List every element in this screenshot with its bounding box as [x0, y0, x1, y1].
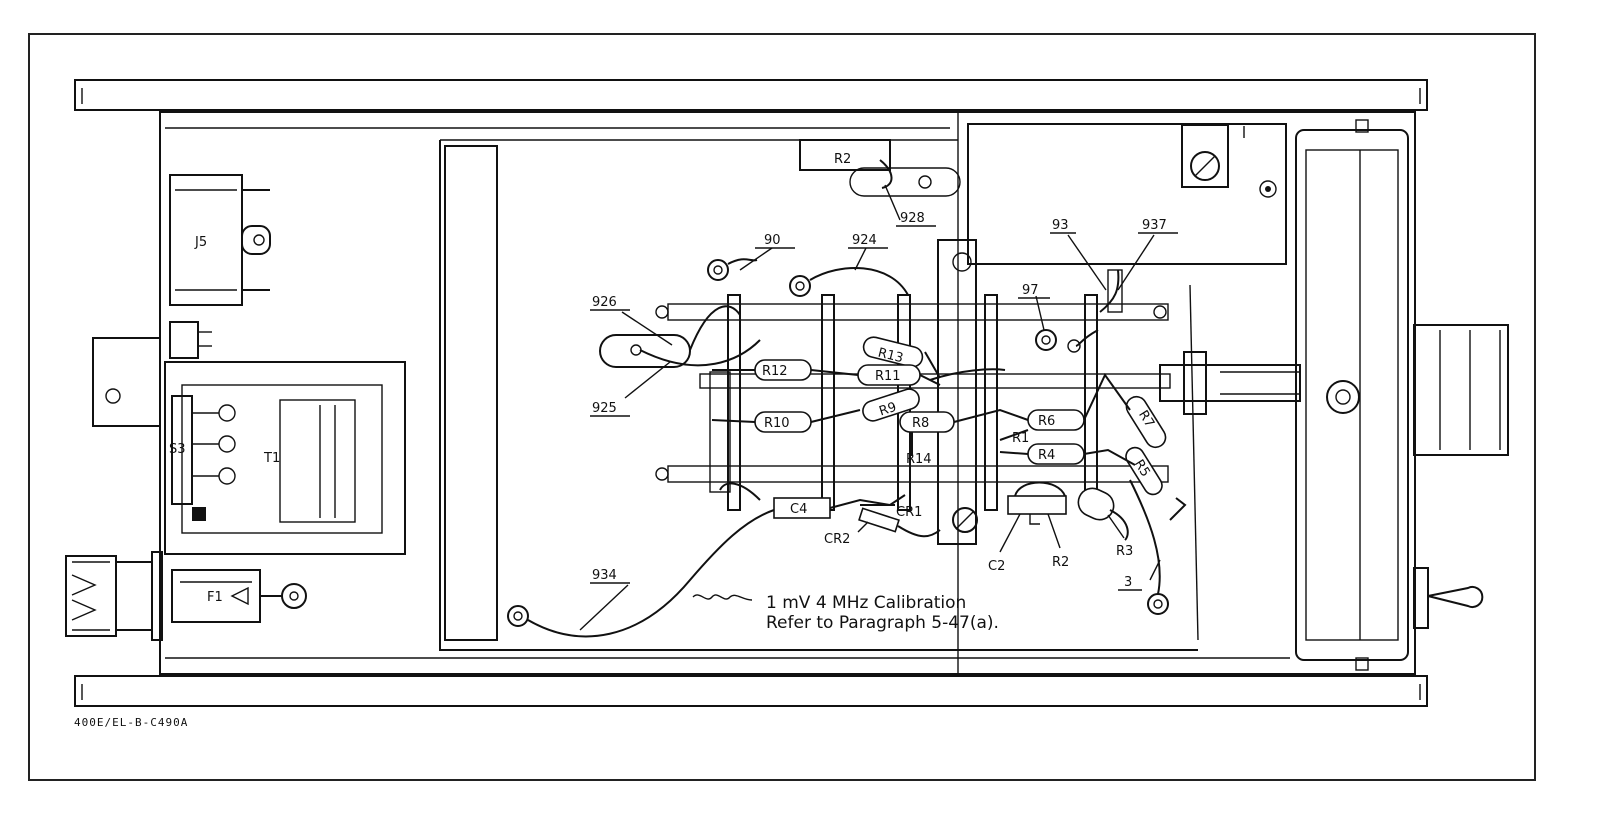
label-cr1: CR1	[896, 505, 922, 520]
vertical-board	[937, 239, 977, 545]
label-wire-926: 926	[592, 295, 617, 310]
label-r11: R11	[875, 369, 901, 384]
chassis	[159, 111, 1416, 675]
label-r10: R10	[764, 416, 790, 431]
cr2-diode	[858, 507, 900, 533]
front-panel-meter	[1295, 119, 1409, 671]
j5-connector	[169, 174, 271, 306]
label-wire-90: 90	[764, 233, 781, 248]
label-c4: C4	[790, 502, 807, 517]
switch-shaft	[1159, 364, 1301, 402]
right-upper-bracket	[967, 123, 1287, 265]
toggle-switch	[1413, 567, 1484, 629]
c2-capacitor	[1007, 495, 1067, 515]
calibration-note-line1: 1 mV 4 MHz Calibration	[766, 593, 966, 613]
top-rail	[74, 79, 1428, 111]
figure-frame	[28, 33, 1536, 781]
label-wire-97: 97	[1022, 283, 1039, 298]
label-r2-top: R2	[834, 152, 851, 167]
side-mount-tab	[92, 337, 161, 427]
label-wire-3: 3	[1124, 575, 1132, 590]
label-wire-937: 937	[1142, 218, 1167, 233]
label-r8: R8	[912, 416, 929, 431]
r3-resistor	[1077, 487, 1115, 521]
label-f1: F1	[207, 590, 223, 605]
r9-resistor	[862, 388, 920, 422]
r2-top-resistor	[799, 139, 961, 197]
label-r12: R12	[762, 364, 788, 379]
r5-resistor	[1125, 446, 1163, 496]
label-r9: R9	[877, 400, 898, 420]
label-r13: R13	[876, 346, 904, 367]
label-wire-928: 928	[900, 211, 925, 226]
label-r14: R14	[906, 452, 932, 467]
power-cord-strain-relief	[65, 551, 163, 641]
drawing-code: 400E/EL-B-C490A	[74, 716, 188, 729]
label-s3: S3	[169, 442, 186, 457]
label-r3: R3	[1116, 544, 1133, 559]
r6-resistor	[1027, 409, 1085, 431]
label-r1: R1	[1012, 431, 1029, 446]
label-c2: C2	[988, 559, 1005, 574]
label-wire-934: 934	[592, 568, 617, 583]
t1-transformer	[164, 361, 406, 555]
label-r4: R4	[1038, 448, 1055, 463]
r7-resistor	[1125, 395, 1167, 449]
label-r2-bottom: R2	[1052, 555, 1069, 570]
range-knob	[1326, 324, 1509, 456]
label-j5: J5	[194, 235, 207, 250]
r4-resistor	[1027, 443, 1085, 465]
calibration-note-line2: Refer to Paragraph 5-47(a).	[766, 613, 999, 633]
r13-resistor	[862, 336, 924, 368]
f1-fuse-holder	[171, 569, 307, 623]
label-r6: R6	[1038, 414, 1055, 429]
label-wire-924: 924	[852, 233, 877, 248]
label-wire-925: 925	[592, 401, 617, 416]
label-t1: T1	[263, 451, 280, 466]
inner-bracket	[444, 145, 498, 641]
label-cr2: CR2	[824, 532, 850, 547]
bottom-rail	[74, 675, 1428, 707]
s3-switch	[171, 395, 236, 505]
label-wire-93: 93	[1052, 218, 1069, 233]
